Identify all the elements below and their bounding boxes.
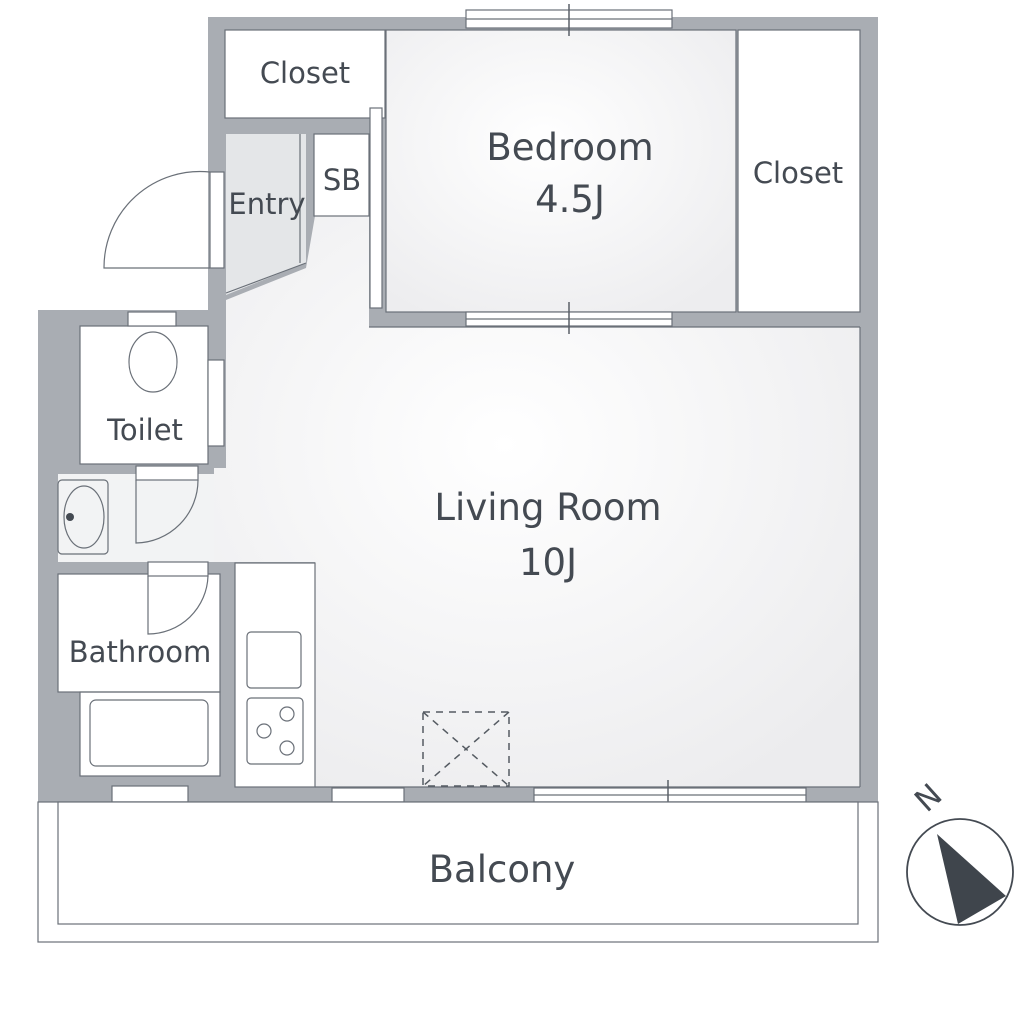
balcony <box>37 801 879 943</box>
compass-north-label: N <box>908 777 949 819</box>
rooms-floor <box>58 30 860 787</box>
room-labels: Closet Bedroom 4.5J Closet Entry SB Toil… <box>69 56 843 891</box>
closet-top-label: Closet <box>260 56 350 90</box>
stove-icon <box>246 697 304 765</box>
bedroom-label: Bedroom <box>486 126 653 169</box>
bathtub-area <box>80 692 220 776</box>
north-arrow-icon <box>937 834 1006 924</box>
fixtures <box>57 134 510 787</box>
bathtub-icon <box>89 699 209 767</box>
bedroom-size-label: 4.5J <box>535 178 605 221</box>
compass: N <box>906 777 1014 926</box>
toilet-label: Toilet <box>106 413 183 447</box>
living-room-size-label: 10J <box>519 541 577 584</box>
bathroom-label: Bathroom <box>69 635 211 669</box>
closet-right-area <box>738 30 860 312</box>
ceiling-hatch-icon <box>422 711 510 787</box>
bathroom-area <box>58 574 220 692</box>
sink-icon <box>57 479 109 555</box>
kitchen-sink-icon <box>246 631 302 689</box>
windows <box>111 4 807 810</box>
bedroom-area <box>386 30 736 312</box>
entry-label: Entry <box>228 187 305 221</box>
entry-area <box>226 134 306 295</box>
toilet-bowl-icon <box>127 311 178 393</box>
living-room-label: Living Room <box>434 486 661 529</box>
toilet-area <box>80 326 208 464</box>
shoe-box-area <box>314 134 369 216</box>
entry-step-line <box>225 134 307 294</box>
living-room-area <box>214 216 860 787</box>
closet-top-area <box>225 30 385 118</box>
doors <box>103 170 405 873</box>
shoe-box-label: SB <box>323 163 361 197</box>
kitchen-counter <box>235 563 315 787</box>
balcony-label: Balcony <box>429 848 576 891</box>
closet-right-label: Closet <box>753 156 843 190</box>
